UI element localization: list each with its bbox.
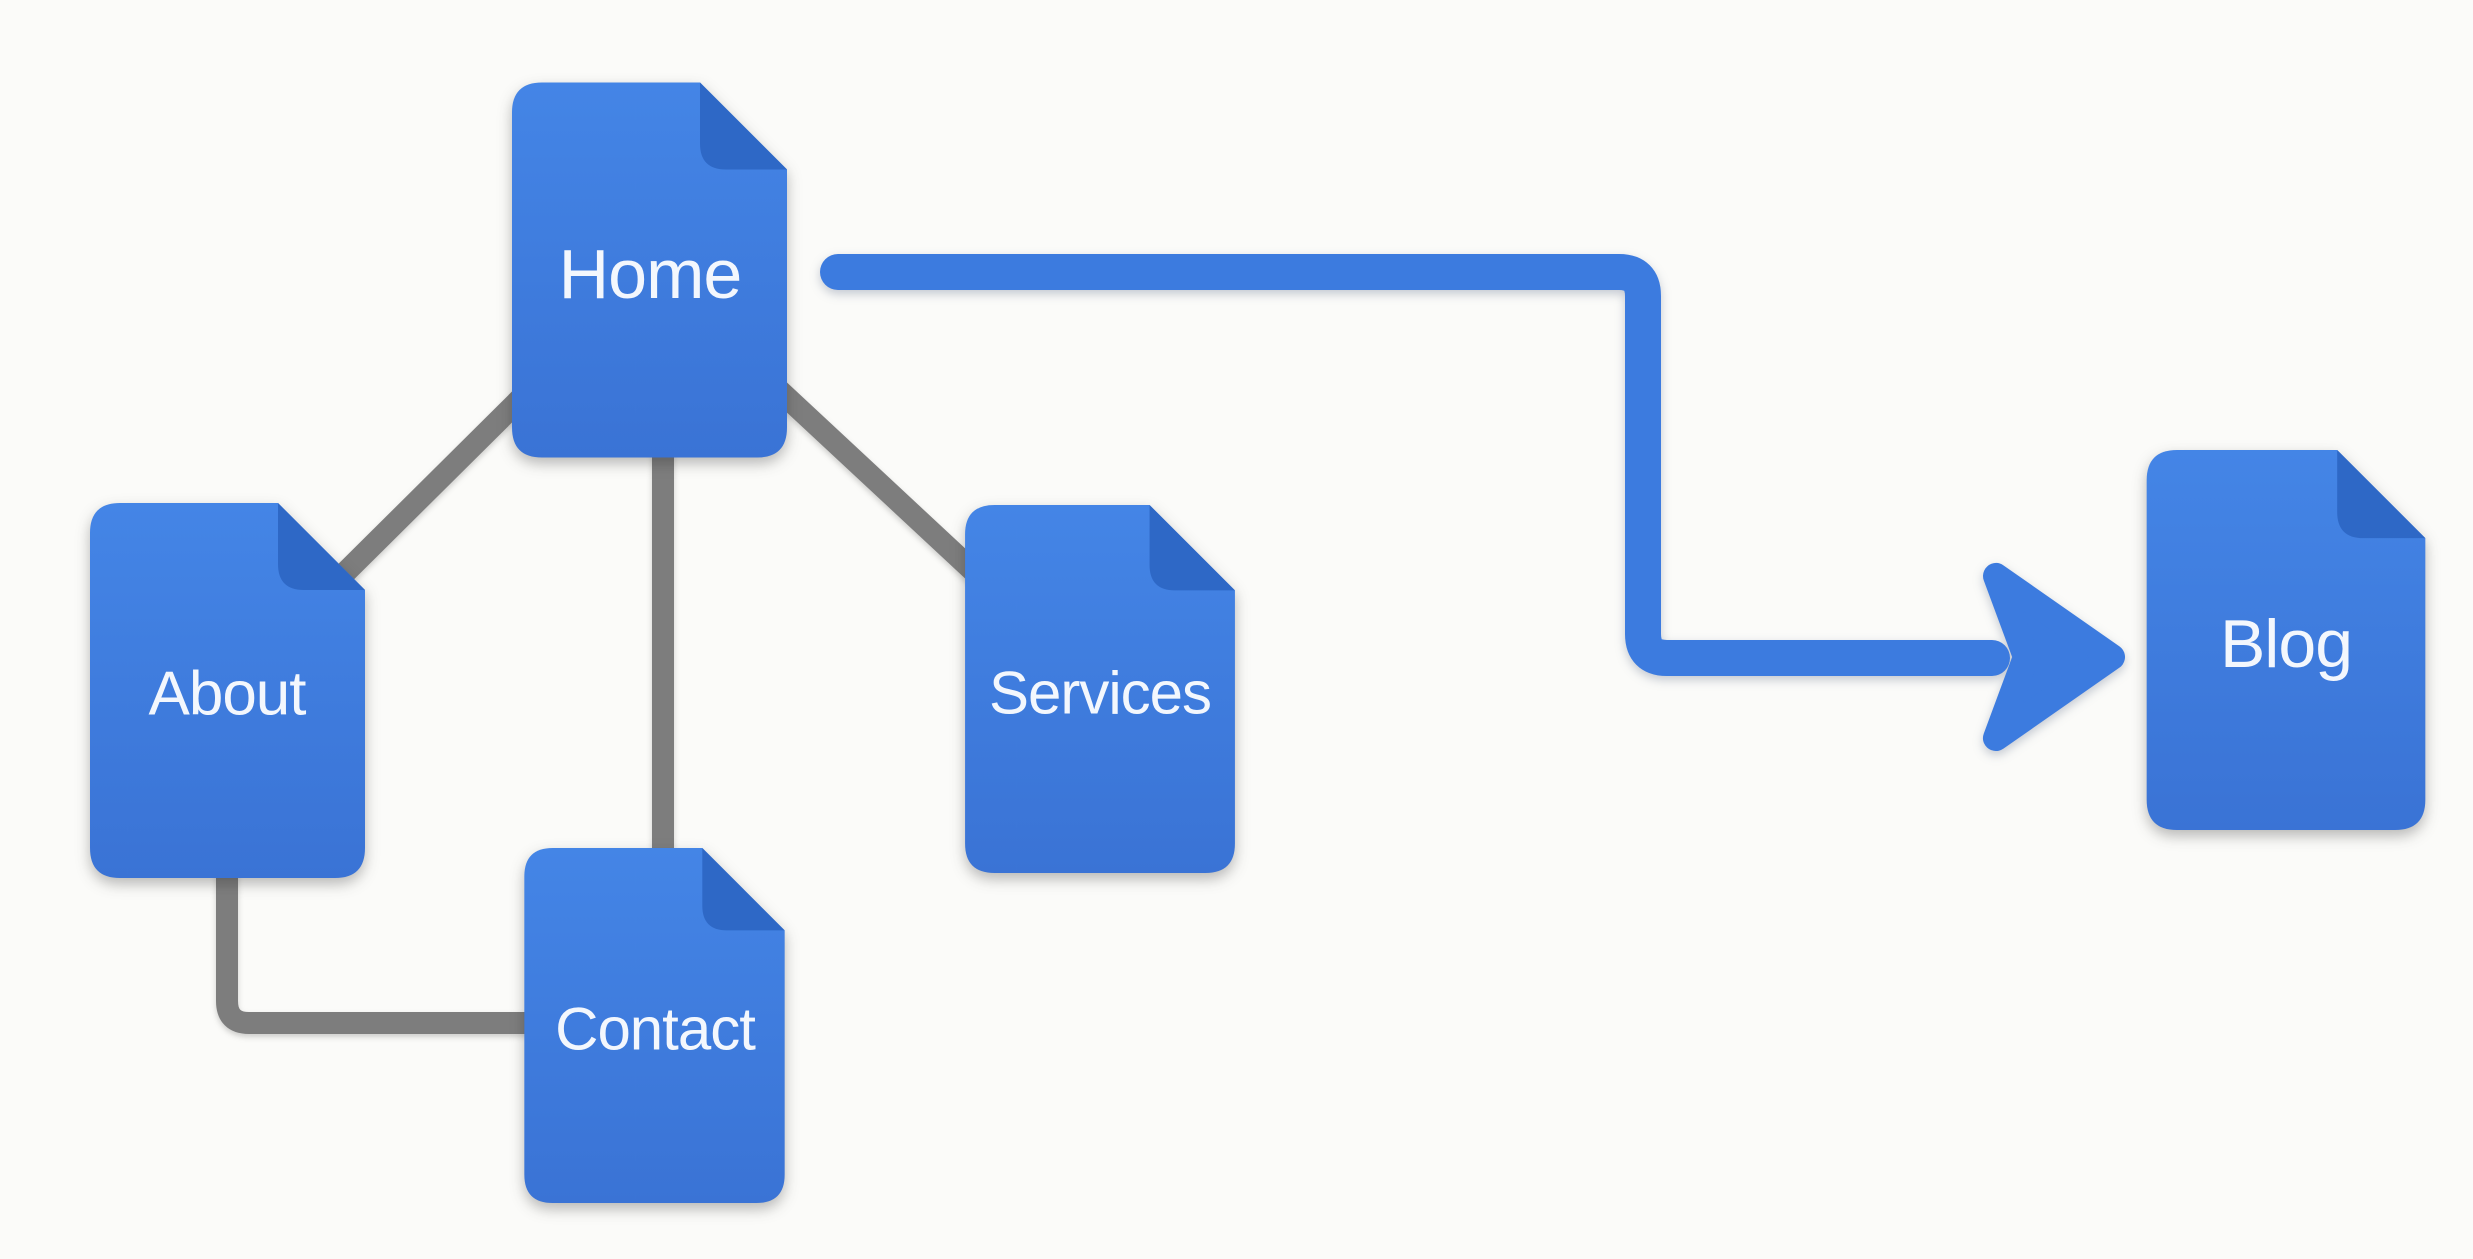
node-blog: Blog <box>2146 450 2426 830</box>
arrow-shaft <box>820 254 2010 676</box>
node-label-home: Home <box>559 235 742 313</box>
node-label-blog: Blog <box>2220 606 2352 682</box>
node-contact: Contact <box>524 848 785 1203</box>
node-home: Home <box>512 82 787 458</box>
connector-about-contact-elbow <box>216 861 591 1034</box>
node-label-about: About <box>148 660 306 729</box>
node-about: About <box>90 503 365 878</box>
node-label-services: Services <box>989 660 1211 727</box>
node-services: Services <box>965 505 1235 873</box>
node-label-contact: Contact <box>555 996 756 1063</box>
arrow-head-icon <box>1983 563 2125 751</box>
arrow-home-to-blog <box>820 254 2125 751</box>
